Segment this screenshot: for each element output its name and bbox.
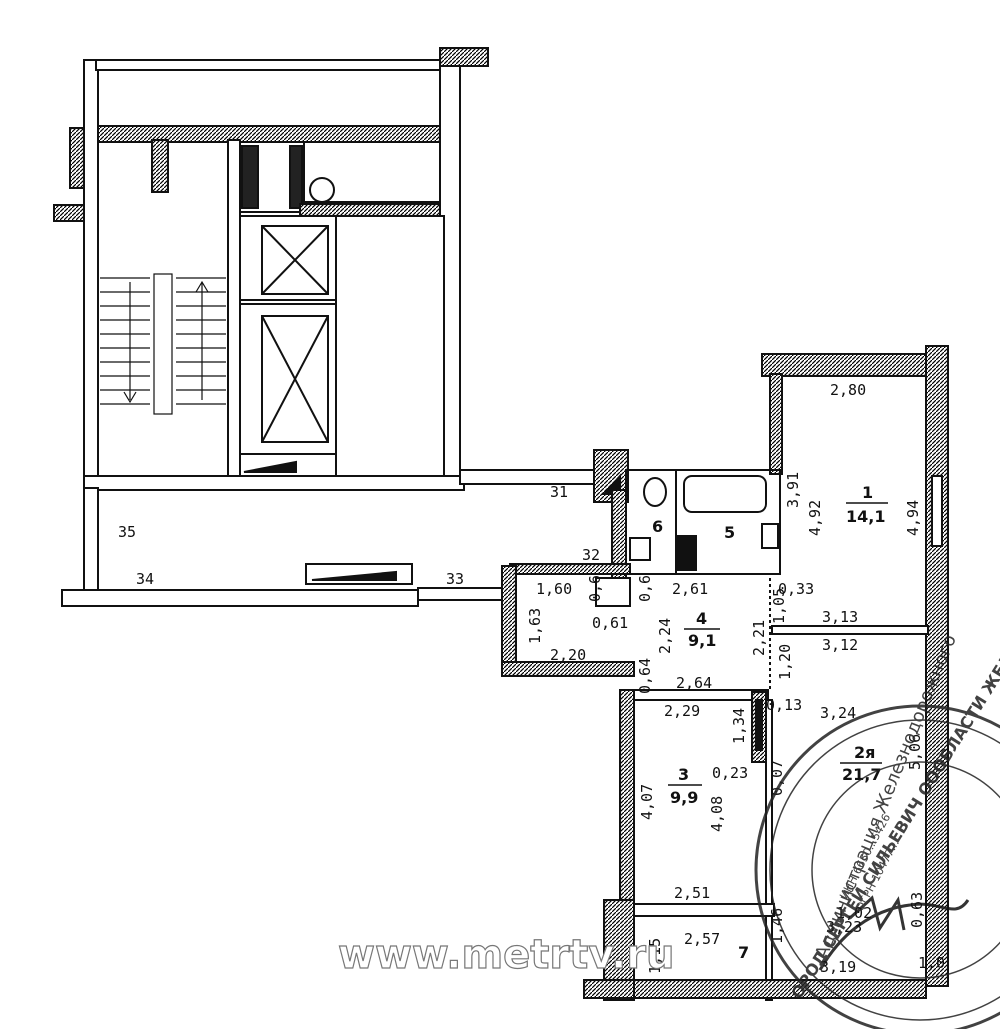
dim-r3-top: 2,29	[664, 702, 700, 720]
dim-r4-c: 0,61	[592, 614, 628, 632]
dim-r7-top: 2,57	[684, 930, 720, 948]
dim-r1-bottom: 3,13	[822, 608, 858, 626]
dim-r4-e: 1,05	[770, 588, 788, 624]
dim-hall-a: 1,60	[536, 580, 572, 598]
room-2-number: 2я	[854, 743, 875, 762]
dim-r7-c: 1,46	[768, 908, 786, 944]
label-35: 35	[118, 523, 136, 541]
room-7-number: 7	[738, 943, 749, 962]
dim-r7-left: 1,15	[646, 938, 664, 974]
room-3-area: 9,9	[670, 788, 698, 807]
room-4-area: 9,1	[688, 631, 716, 650]
label-33: 33	[446, 570, 464, 588]
dim-r7-g: 1,0	[918, 954, 945, 972]
label-32: 32	[582, 546, 600, 564]
label-31: 31	[550, 483, 568, 501]
room-1-number: 1	[862, 483, 873, 502]
room-1-area: 14,1	[846, 507, 885, 526]
watermark: www.metrtv.ru	[338, 932, 674, 978]
room-labels: 1 14,1 2я 21,7 3 9,9 4 9,1 5 6 7	[652, 483, 888, 962]
dim-hall-c: 2,20	[550, 646, 586, 664]
room-4-number: 4	[696, 609, 707, 628]
dim-r4-right: 2,21	[750, 620, 768, 656]
apartment	[501, 345, 949, 1001]
dim-r4-bottom: 2,64	[676, 674, 712, 692]
dim-r3-right-a: 4,08	[708, 796, 726, 832]
dim-r1-top: 2,80	[830, 381, 866, 399]
common-numbers: 35 34 33 32 31	[118, 483, 600, 588]
dim-r2-left-a: 1,20	[776, 644, 794, 680]
dim-r3-right-b: 0,23	[712, 764, 748, 782]
dimension-labels: 2,80 3,91 4,92 4,94 3,13 3,12 3,24 1,20 …	[526, 381, 945, 976]
room-3-number: 3	[678, 765, 689, 784]
dim-r4-mid: 2,24	[656, 618, 674, 654]
room-2-area: 21,7	[842, 765, 881, 784]
dim-r1-right: 4,94	[904, 500, 922, 536]
dim-r3-right-c: 1,34	[730, 708, 748, 744]
dim-r1-left-a: 3,91	[784, 472, 802, 508]
dim-r7-f: 0,07	[768, 760, 786, 796]
dim-r2-mid: 3,24	[820, 704, 856, 722]
dim-r4-b: 0,6	[636, 575, 654, 602]
dim-r4-d: 0,64	[636, 658, 654, 694]
dim-r4-a: 0,6	[586, 575, 604, 602]
dim-r2-right: 5,06	[906, 734, 924, 770]
dim-r2-left-b: 0,13	[766, 696, 802, 714]
dim-r4-top: 2,61	[672, 580, 708, 598]
dim-hall-b: 1,63	[526, 608, 544, 644]
building-core	[53, 47, 601, 607]
dim-r3-bottom: 2,51	[674, 884, 710, 902]
dim-r7-d: 3,19	[820, 958, 856, 976]
dim-r7-h: 0,63	[908, 892, 926, 928]
room-6-number: 6	[652, 517, 663, 536]
label-34: 34	[136, 570, 154, 588]
dim-r2-top: 3,12	[822, 636, 858, 654]
room-5-number: 5	[724, 523, 735, 542]
dim-r1-left-b: 4,92	[806, 500, 824, 536]
dim-r4-corner: 0,33	[778, 580, 814, 598]
dim-r3-left: 4,07	[638, 784, 656, 820]
